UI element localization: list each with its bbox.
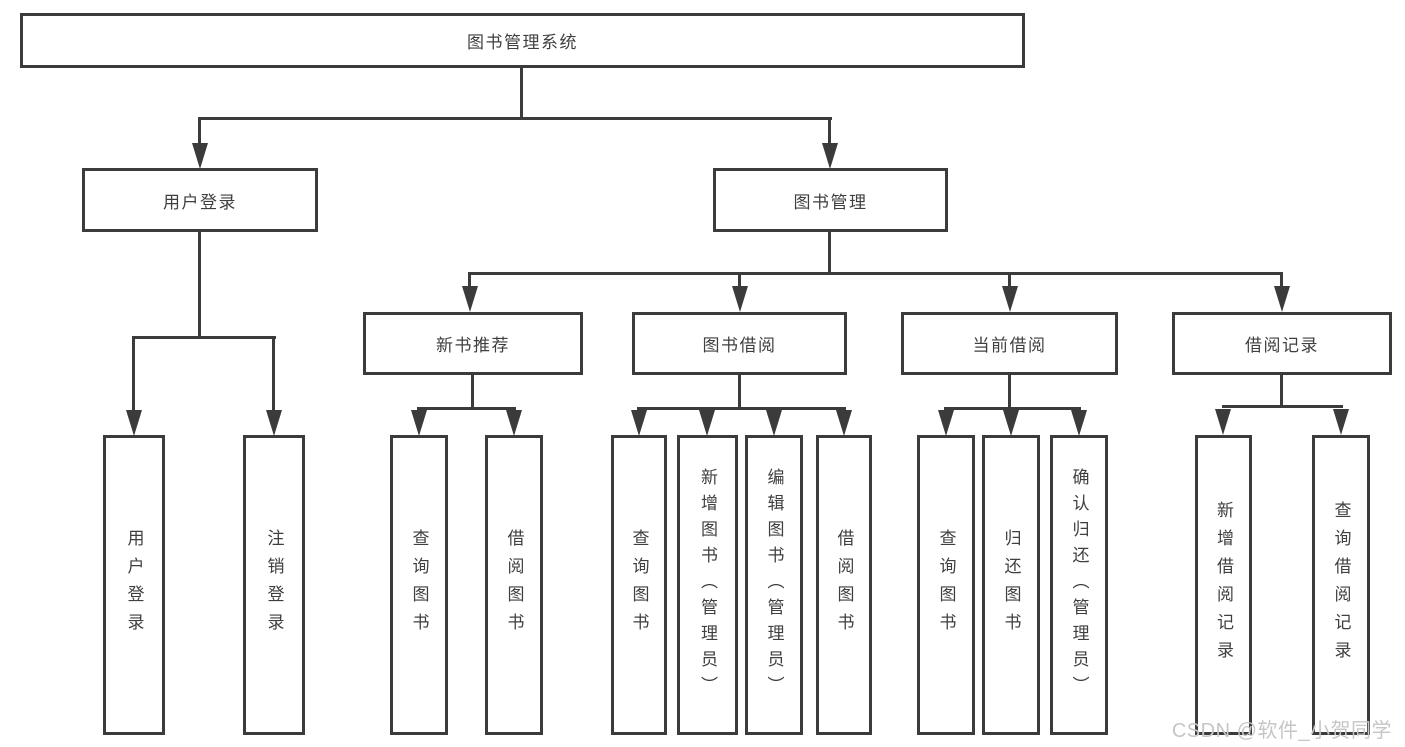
arrowhead-down-icon	[822, 143, 838, 169]
leaf-current-return: 归还图书	[982, 435, 1040, 735]
connector-line	[198, 232, 201, 339]
csdn-watermark: CSDN @软件_小贺同学	[1171, 720, 1392, 742]
arrowhead-down-icon	[1003, 410, 1019, 436]
leaf-bookborrow-add: 新增图书（管理员）	[677, 435, 738, 735]
node-borrow-record-label: 借阅记录	[1245, 336, 1319, 355]
connector-line	[637, 407, 846, 410]
arrowhead-down-icon	[506, 410, 522, 436]
leaf-user-login: 用户登录	[103, 435, 165, 735]
arrowhead-down-icon	[699, 410, 715, 436]
connector-line	[468, 272, 471, 290]
leaf-logout: 注销登录	[243, 435, 305, 735]
connector-line	[198, 117, 201, 149]
leaf-user-login-label: 用户登录	[124, 529, 144, 641]
arrowhead-down-icon	[1215, 409, 1231, 435]
connector-line	[471, 375, 474, 410]
arrowhead-down-icon	[1274, 286, 1290, 312]
leaf-bookborrow-borrow: 借阅图书	[816, 435, 872, 735]
node-root-label: 图书管理系统	[467, 33, 578, 52]
connector-line	[738, 375, 741, 410]
connector-line	[1008, 272, 1011, 290]
node-current-borrow: 当前借阅	[901, 312, 1118, 375]
arrowhead-down-icon	[836, 410, 852, 436]
node-user-login: 用户登录	[82, 168, 318, 232]
leaf-newbook-query-label: 查询图书	[409, 529, 429, 641]
leaf-logout-label: 注销登录	[264, 529, 284, 641]
arrowhead-down-icon	[266, 410, 282, 436]
connector-line	[1280, 375, 1283, 408]
node-new-book: 新书推荐	[363, 312, 583, 375]
connector-line	[272, 336, 275, 412]
leaf-newbook-query: 查询图书	[390, 435, 448, 735]
connector-line	[1280, 272, 1283, 290]
leaf-current-confirm: 确认归还（管理员）	[1050, 435, 1108, 735]
leaf-bookborrow-add-label: 新增图书（管理员）	[698, 468, 717, 702]
connector-line	[1008, 375, 1011, 410]
node-book-borrow: 图书借阅	[632, 312, 847, 375]
leaf-record-add: 新增借阅记录	[1195, 435, 1252, 735]
connector-line	[828, 117, 831, 149]
arrowhead-down-icon	[732, 286, 748, 312]
connector-line	[132, 336, 276, 339]
leaf-current-confirm-label: 确认归还（管理员）	[1069, 468, 1089, 702]
leaf-current-query: 查询图书	[917, 435, 975, 735]
leaf-bookborrow-edit: 编辑图书（管理员）	[745, 435, 803, 735]
connector-line	[417, 407, 516, 410]
connector-line	[738, 272, 741, 290]
connector-line	[468, 272, 1283, 275]
node-book-borrow-label: 图书借阅	[702, 336, 777, 355]
arrowhead-down-icon	[631, 410, 647, 436]
node-root: 图书管理系统	[20, 13, 1025, 68]
arrowhead-down-icon	[1002, 286, 1018, 312]
leaf-newbook-borrow-label: 借阅图书	[504, 529, 524, 641]
leaf-record-query-label: 查询借阅记录	[1331, 501, 1351, 669]
leaf-current-query-label: 查询图书	[936, 529, 956, 641]
leaf-record-add-label: 新增借阅记录	[1214, 501, 1233, 669]
leaf-record-query: 查询借阅记录	[1312, 435, 1370, 735]
arrowhead-down-icon	[766, 410, 782, 436]
node-book-mgmt: 图书管理	[713, 168, 948, 232]
arrowhead-down-icon	[462, 286, 478, 312]
connector-line	[198, 117, 832, 120]
node-user-login-label: 用户登录	[163, 192, 237, 212]
connector-line	[1222, 405, 1343, 408]
leaf-bookborrow-query: 查询图书	[611, 435, 667, 735]
arrowhead-down-icon	[126, 410, 142, 436]
leaf-current-return-label: 归还图书	[1001, 529, 1021, 641]
node-book-mgmt-label: 图书管理	[793, 192, 868, 212]
connector-line	[520, 68, 523, 120]
leaf-newbook-borrow: 借阅图书	[485, 435, 543, 735]
node-borrow-record: 借阅记录	[1172, 312, 1392, 375]
arrowhead-down-icon	[1333, 409, 1349, 435]
arrowhead-down-icon	[938, 410, 954, 436]
arrowhead-down-icon	[192, 143, 208, 169]
connector-line	[132, 336, 135, 412]
node-current-borrow-label: 当前借阅	[972, 336, 1047, 355]
connector-line	[944, 407, 1081, 410]
leaf-bookborrow-borrow-label: 借阅图书	[834, 529, 854, 641]
node-new-book-label: 新书推荐	[436, 336, 510, 355]
connector-line	[828, 232, 831, 275]
leaf-bookborrow-edit-label: 编辑图书（管理员）	[764, 468, 784, 702]
leaf-bookborrow-query-label: 查询图书	[629, 529, 649, 641]
arrowhead-down-icon	[1071, 410, 1087, 436]
arrowhead-down-icon	[411, 410, 427, 436]
